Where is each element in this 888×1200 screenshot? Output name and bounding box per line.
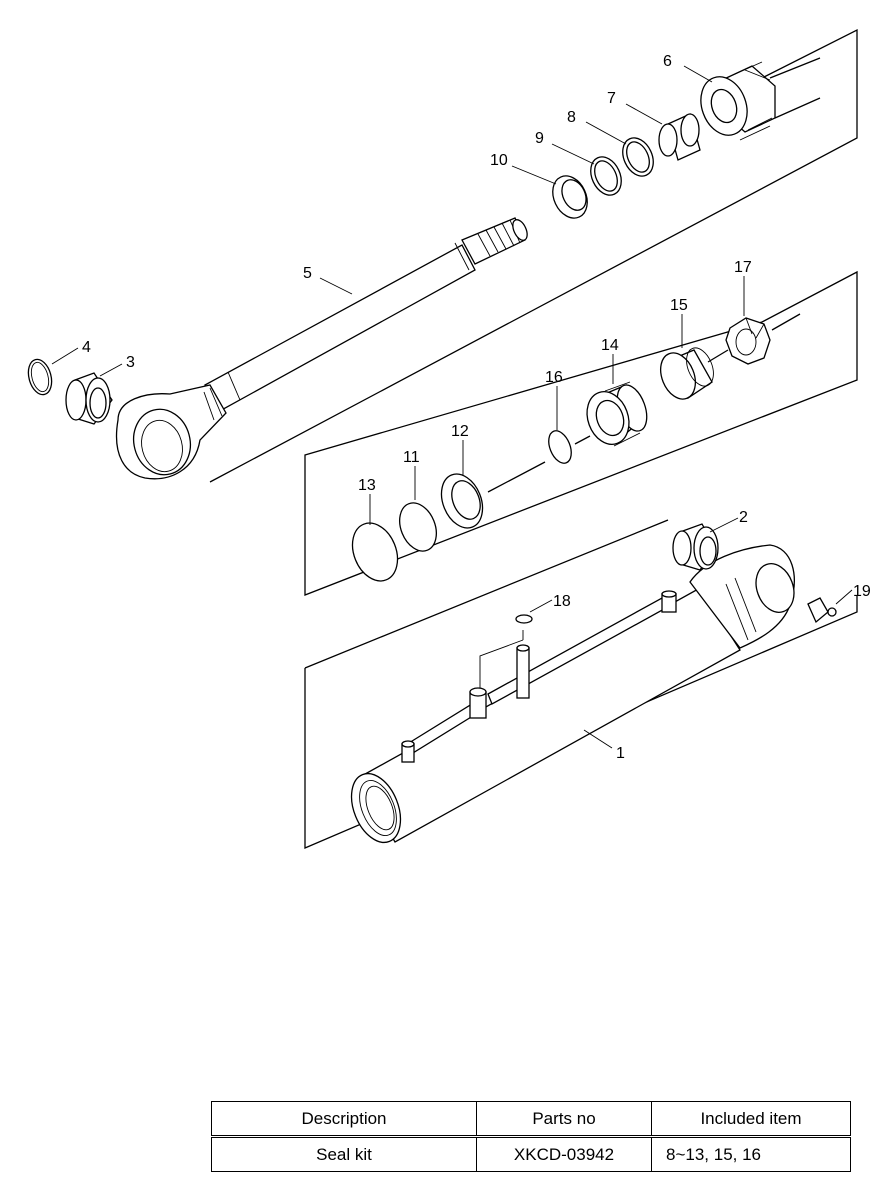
part-rod-5 — [116, 217, 528, 480]
seal-kit-table: Description Parts no Included item Seal … — [211, 1101, 851, 1172]
callout-15: 15 — [670, 297, 688, 314]
callout-1: 1 — [616, 745, 625, 762]
callout-labels: 1 2 3 4 5 6 7 8 9 10 11 12 13 14 15 16 1… — [82, 53, 871, 762]
part-gland-6 — [700, 57, 821, 141]
header-parts-no: Parts no — [476, 1101, 652, 1138]
part-bushing-3 — [65, 372, 113, 425]
callout-12: 12 — [451, 423, 469, 440]
part-ring-12 — [440, 473, 484, 529]
frame-upper — [209, 28, 858, 483]
pipe-assembly — [401, 590, 677, 763]
table-header-row: Description Parts no Included item — [211, 1101, 851, 1138]
part-oring-16 — [548, 430, 572, 464]
cell-parts-no: XKCD-03942 — [476, 1136, 652, 1172]
callout-4: 4 — [82, 339, 91, 356]
callout-7: 7 — [607, 90, 616, 107]
callout-5: 5 — [303, 265, 312, 282]
part-wiper-10 — [552, 175, 588, 219]
frame-middle — [304, 270, 858, 596]
callout-13: 13 — [358, 477, 376, 494]
leader-lines — [51, 65, 853, 749]
table-row: Seal kit XKCD-03942 8~13, 15, 16 — [211, 1136, 851, 1172]
part-ring-9 — [590, 156, 622, 196]
header-description: Description — [211, 1101, 477, 1138]
callout-9: 9 — [535, 130, 544, 147]
part-ring-8 — [622, 137, 654, 177]
callout-14: 14 — [601, 337, 619, 354]
callout-6: 6 — [663, 53, 672, 70]
part-bushing-2 — [672, 523, 719, 571]
part-grease-fitting-19 — [807, 597, 837, 624]
callout-19: 19 — [853, 583, 871, 600]
part-nut-17 — [725, 317, 771, 365]
part-tube-1 — [350, 544, 795, 844]
part-oring-11 — [399, 502, 437, 552]
cell-description: Seal kit — [211, 1136, 477, 1172]
callout-8: 8 — [567, 109, 576, 126]
callout-10: 10 — [490, 152, 508, 169]
piston-axis-line — [487, 313, 801, 493]
callout-2: 2 — [739, 509, 748, 526]
part-ring-4 — [27, 358, 53, 396]
part-ring-15 — [660, 347, 714, 400]
part-oring-13 — [351, 522, 399, 582]
callout-11: 11 — [403, 449, 420, 466]
part-bushing-7 — [658, 113, 701, 161]
callout-16: 16 — [545, 369, 563, 386]
part-piston-14 — [586, 381, 648, 447]
callout-3: 3 — [126, 354, 135, 371]
callout-17: 17 — [734, 259, 752, 276]
header-included-item: Included item — [651, 1101, 851, 1138]
part-plug-18 — [515, 614, 533, 624]
callout-18: 18 — [553, 593, 571, 610]
cell-included-item: 8~13, 15, 16 — [651, 1136, 851, 1172]
